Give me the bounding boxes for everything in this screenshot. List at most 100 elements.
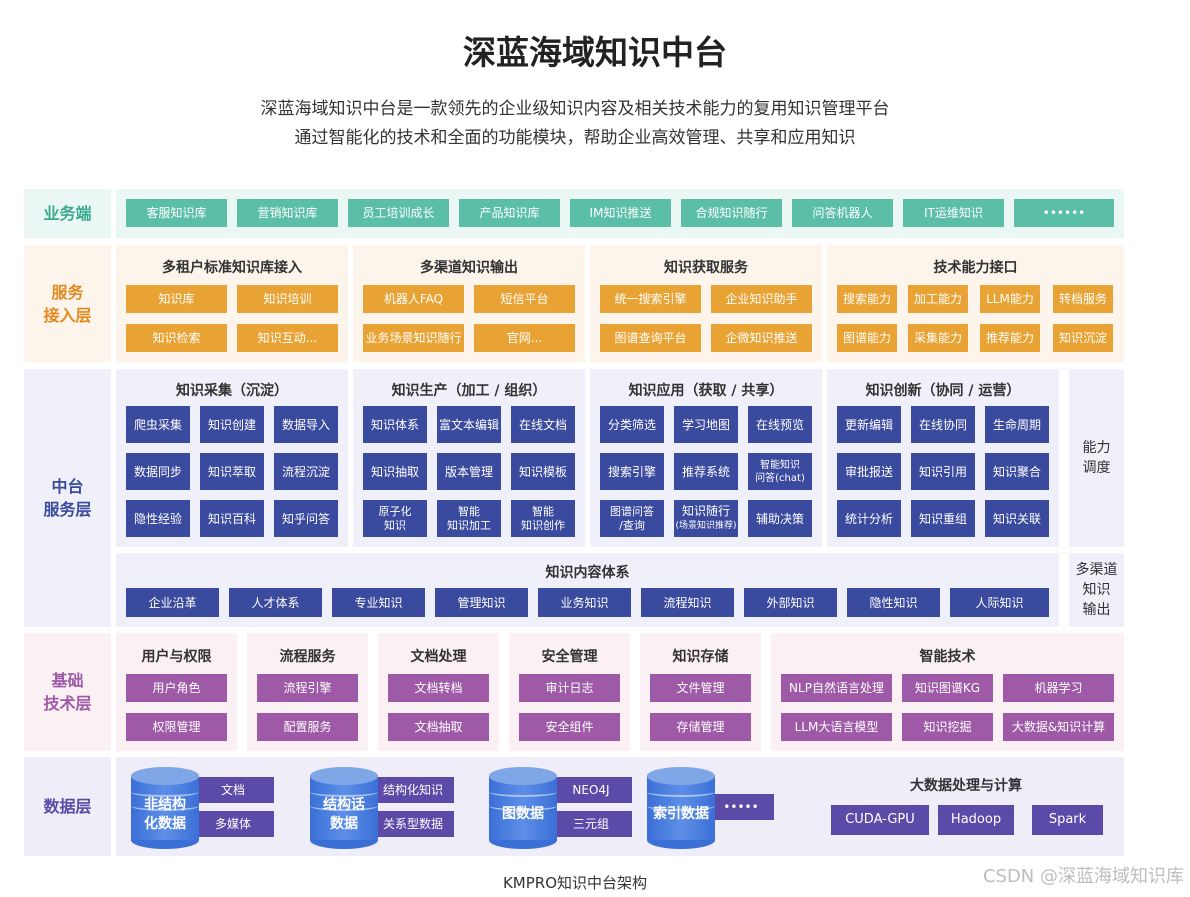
base-item[interactable]: NLP自然语言处理 — [781, 674, 892, 702]
middle-item[interactable]: 知识重组 — [911, 500, 975, 537]
content-system-item[interactable]: 管理知识 — [435, 588, 528, 617]
bigdata-item[interactable]: Hadoop — [938, 805, 1014, 835]
middle-item[interactable]: 知识聚合 — [985, 453, 1049, 490]
base-item[interactable]: 大数据&知识计算 — [1003, 713, 1114, 741]
base-item[interactable]: 知识挖掘 — [902, 713, 993, 741]
content-system-item[interactable]: 流程知识 — [641, 588, 734, 617]
content-system-item[interactable]: 人才体系 — [229, 588, 322, 617]
business-item[interactable]: 问答机器人 — [792, 199, 893, 227]
service-item[interactable]: 官网... — [474, 324, 575, 352]
middle-item[interactable]: 数据导入 — [274, 406, 338, 443]
service-item[interactable]: 图谱查询平台 — [600, 324, 701, 352]
middle-item[interactable]: 知乎问答 — [274, 500, 338, 537]
middle-item[interactable]: 知识创建 — [200, 406, 264, 443]
service-item[interactable]: 企微知识推送 — [711, 324, 812, 352]
business-item[interactable]: 营销知识库 — [237, 199, 338, 227]
business-item[interactable]: 产品知识库 — [459, 199, 560, 227]
base-item[interactable]: 用户角色 — [126, 674, 227, 702]
data-tag[interactable]: 文档 — [192, 777, 274, 803]
business-item[interactable]: 合规知识随行 — [681, 199, 782, 227]
service-item[interactable]: 机器人FAQ — [363, 285, 464, 313]
base-item[interactable]: 知识图谱KG — [902, 674, 993, 702]
middle-item[interactable]: 审批报送 — [837, 453, 901, 490]
service-item[interactable]: 知识互动... — [237, 324, 338, 352]
middle-item-knowledge-follow[interactable]: 知识随行 (场景知识推荐) — [674, 500, 738, 537]
base-item[interactable]: 存储管理 — [650, 713, 751, 741]
bigdata-item[interactable]: Spark — [1032, 805, 1103, 835]
service-item[interactable]: 推荐能力 — [980, 324, 1040, 352]
middle-item[interactable]: 分类筛选 — [600, 406, 664, 443]
base-item[interactable]: 流程引擎 — [257, 674, 358, 702]
middle-item[interactable]: 知识体系 — [363, 406, 427, 443]
service-item[interactable]: 加工能力 — [908, 285, 968, 313]
middle-item[interactable]: 版本管理 — [437, 453, 501, 490]
base-item[interactable]: 安全组件 — [519, 713, 620, 741]
business-item-more[interactable]: •••••• — [1014, 199, 1114, 227]
middle-item[interactable]: 智能 知识加工 — [437, 500, 501, 537]
middle-item[interactable]: 知识模板 — [511, 453, 575, 490]
service-item[interactable]: 知识培训 — [237, 285, 338, 313]
base-item[interactable]: 权限管理 — [126, 713, 227, 741]
service-item[interactable]: 知识沉淀 — [1053, 324, 1113, 352]
business-item[interactable]: 员工培训成长 — [348, 199, 449, 227]
bigdata-item[interactable]: CUDA-GPU — [831, 805, 929, 835]
service-item[interactable]: 搜索能力 — [837, 285, 897, 313]
service-item[interactable]: 转档服务 — [1053, 285, 1113, 313]
content-system-item[interactable]: 隐性知识 — [847, 588, 940, 617]
service-item[interactable]: 企业知识助手 — [711, 285, 812, 313]
middle-item[interactable]: 数据同步 — [126, 453, 190, 490]
base-item[interactable]: 机器学习 — [1003, 674, 1114, 702]
base-item[interactable]: LLM大语言模型 — [781, 713, 892, 741]
middle-item[interactable]: 知识抽取 — [363, 453, 427, 490]
middle-item[interactable]: 图谱问答 /查询 — [600, 500, 664, 537]
middle-item[interactable]: 搜索引擎 — [600, 453, 664, 490]
middle-item[interactable]: 富文本编辑 — [437, 406, 501, 443]
middle-item[interactable]: 原子化 知识 — [363, 500, 427, 537]
service-item[interactable]: 统一搜索引擎 — [600, 285, 701, 313]
middle-item[interactable]: 在线文档 — [511, 406, 575, 443]
business-item[interactable]: IM知识推送 — [570, 199, 671, 227]
content-system-item[interactable]: 业务知识 — [538, 588, 631, 617]
content-system-item[interactable]: 人际知识 — [950, 588, 1049, 617]
content-system-item[interactable]: 专业知识 — [332, 588, 425, 617]
middle-item[interactable]: 知识百科 — [200, 500, 264, 537]
base-item[interactable]: 审计日志 — [519, 674, 620, 702]
middle-item[interactable]: 流程沉淀 — [274, 453, 338, 490]
data-tag[interactable]: NEO4J — [550, 777, 632, 803]
content-system-item[interactable]: 外部知识 — [744, 588, 837, 617]
service-item[interactable]: LLM能力 — [980, 285, 1040, 313]
service-item[interactable]: 图谱能力 — [837, 324, 897, 352]
middle-item[interactable]: 推荐系统 — [674, 453, 738, 490]
business-item[interactable]: 客服知识库 — [126, 199, 227, 227]
middle-item[interactable]: 智能 知识创作 — [511, 500, 575, 537]
data-tag[interactable]: 三元组 — [550, 811, 632, 837]
data-tag[interactable]: 关系型数据 — [372, 811, 454, 837]
data-tag[interactable]: 多媒体 — [192, 811, 274, 837]
middle-item[interactable]: 知识引用 — [911, 453, 975, 490]
base-item[interactable]: 文档抽取 — [388, 713, 489, 741]
middle-item[interactable]: 辅助决策 — [748, 500, 812, 537]
middle-item[interactable]: 爬虫采集 — [126, 406, 190, 443]
middle-item[interactable]: 在线预览 — [748, 406, 812, 443]
middle-item[interactable]: 生命周期 — [985, 406, 1049, 443]
service-item[interactable]: 知识库 — [126, 285, 227, 313]
base-item[interactable]: 配置服务 — [257, 713, 358, 741]
content-system-item[interactable]: 企业沿革 — [126, 588, 219, 617]
middle-item[interactable]: 知识萃取 — [200, 453, 264, 490]
base-item[interactable]: 文件管理 — [650, 674, 751, 702]
middle-item[interactable]: 更新编辑 — [837, 406, 901, 443]
middle-item[interactable]: 智能知识 问答(chat) — [748, 453, 812, 490]
middle-item[interactable]: 统计分析 — [837, 500, 901, 537]
data-tag[interactable]: 结构化知识 — [372, 777, 454, 803]
base-item[interactable]: 文档转档 — [388, 674, 489, 702]
middle-item[interactable]: 在线协同 — [911, 406, 975, 443]
service-item[interactable]: 短信平台 — [474, 285, 575, 313]
service-item[interactable]: 知识检索 — [126, 324, 227, 352]
middle-item[interactable]: 隐性经验 — [126, 500, 190, 537]
business-item[interactable]: IT运维知识 — [903, 199, 1004, 227]
middle-item[interactable]: 学习地图 — [674, 406, 738, 443]
service-item[interactable]: 业务场景知识随行 — [363, 324, 464, 352]
middle-item[interactable]: 知识关联 — [985, 500, 1049, 537]
service-item[interactable]: 采集能力 — [908, 324, 968, 352]
data-tag-more[interactable]: ••••• — [708, 794, 774, 820]
